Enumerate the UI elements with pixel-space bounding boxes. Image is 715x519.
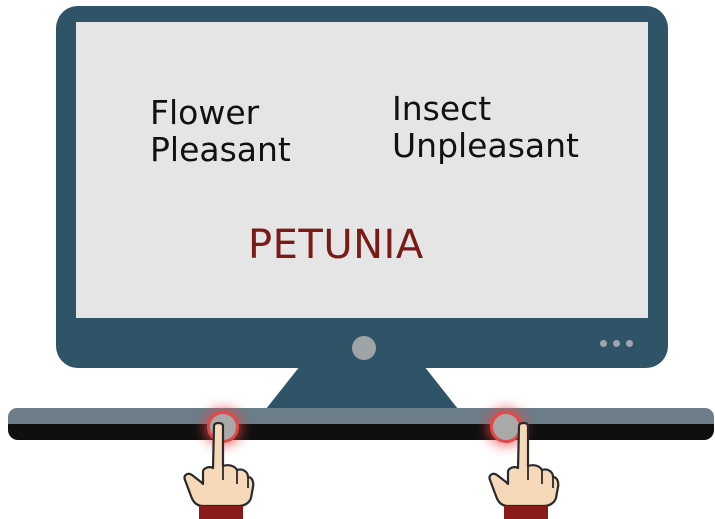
left-category-line-2: Pleasant <box>150 131 291 168</box>
power-button-icon[interactable] <box>352 336 376 360</box>
indicator-dots-icon <box>600 340 633 347</box>
right-category-line-2: Unpleasant <box>392 127 579 164</box>
computer-monitor: Flower Pleasant Insect Unpleasant PETUNI… <box>56 6 668 368</box>
monitor-screen: Flower Pleasant Insect Unpleasant PETUNI… <box>76 22 648 318</box>
indicator-dot <box>626 340 633 347</box>
right-category-label: Insect Unpleasant <box>392 90 579 164</box>
keyboard-base <box>8 424 714 440</box>
left-category-line-1: Flower <box>150 94 291 131</box>
right-category-line-1: Insect <box>392 90 579 127</box>
stimulus-word: PETUNIA <box>248 222 424 268</box>
indicator-dot <box>600 340 607 347</box>
left-category-label: Flower Pleasant <box>150 94 291 168</box>
right-pointing-hand-icon <box>486 422 560 519</box>
indicator-dot <box>613 340 620 347</box>
left-pointing-hand-icon <box>181 422 255 519</box>
monitor-stand <box>262 366 462 414</box>
